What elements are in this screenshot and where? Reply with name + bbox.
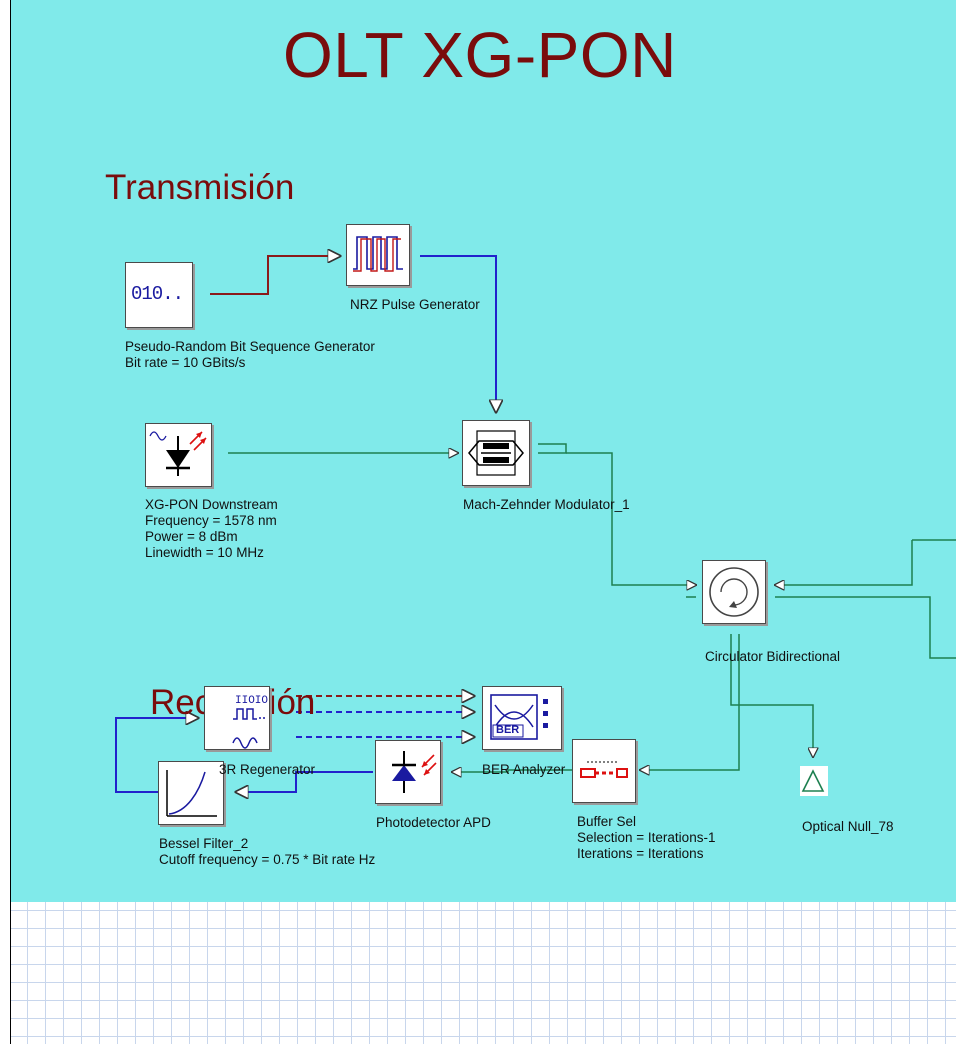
buffer-selection: Selection = Iterations-1 [577, 830, 716, 845]
prbs-name: Pseudo-Random Bit Sequence Generator [125, 339, 375, 354]
laser-name: XG-PON Downstream [145, 497, 278, 512]
wire-prbs-nrz [210, 256, 340, 295]
laser-linewidth: Linewidth = 10 MHz [145, 545, 264, 560]
bessel-filter-block[interactable] [158, 761, 224, 825]
ber-name: BER Analyzer [482, 762, 566, 777]
wire-circ-null [730, 634, 813, 757]
wire-circ-right-1b [775, 540, 913, 585]
regenerator-icon: IIOIO [232, 695, 268, 749]
wire-apd-bessel [236, 771, 373, 792]
nrz-name: NRZ Pulse Generator [350, 297, 480, 312]
nrz-pulse-generator-block[interactable] [346, 224, 410, 286]
page-title: OLT XG-PON [283, 19, 677, 91]
mzm-name: Mach-Zehnder Modulator_1 [463, 497, 630, 512]
bessel-cutoff: Cutoff frequency = 0.75 * Bit rate Hz [159, 852, 376, 867]
prbs-bitrate: Bit rate = 10 GBits/s [125, 355, 246, 370]
photodetector-apd-block[interactable] [375, 740, 441, 804]
ber-analyzer-icon [490, 694, 548, 740]
filter-curve-icon [166, 770, 217, 817]
laser-power: Power = 8 dBm [145, 529, 238, 544]
bessel-name: Bessel Filter_2 [159, 836, 249, 851]
wire-bessel-regen [115, 718, 198, 793]
wire-circ-right-2 [775, 596, 956, 659]
laser-frequency: Frequency = 1578 nm [145, 513, 277, 528]
apd-name: Photodetector APD [376, 815, 491, 830]
section-title-transmission: Transmisión [105, 168, 295, 207]
cw-laser-block[interactable] [145, 423, 212, 487]
laser-diode-icon [149, 431, 207, 476]
circulator-name: Circulator Bidirectional [705, 649, 841, 664]
buffer-iterations: Iterations = Iterations [577, 846, 704, 861]
wire-circ-buffer [640, 634, 740, 770]
prbs-generator-block[interactable]: 010.. [125, 262, 193, 328]
ber-analyzer-block[interactable]: BER [482, 686, 562, 750]
wire-nrz-mzm [420, 255, 496, 412]
ber-icon-text: BER [496, 724, 520, 736]
optical-null-name: Optical Null_78 [802, 819, 894, 834]
optical-null-icon [800, 766, 828, 796]
mach-zehnder-modulator-block[interactable] [462, 420, 530, 486]
mzm-icon [468, 430, 524, 476]
wire-mzm-circ-2 [566, 452, 696, 585]
3r-regenerator-block[interactable]: IIOIO [204, 686, 270, 750]
prbs-icon: 010.. [131, 283, 184, 305]
photodiode-icon [392, 751, 437, 793]
regenerator-name: 3R Regenerator [219, 762, 316, 777]
svg-text:IIOIO: IIOIO [235, 695, 268, 707]
pulse-icon [353, 236, 403, 272]
buffer-icon [580, 761, 628, 778]
wire-mzm-circ [538, 443, 567, 454]
wire-buffer-apd [452, 770, 572, 772]
circulator-icon [709, 567, 759, 617]
circulator-block[interactable] [702, 560, 766, 624]
buffer-selector-block[interactable] [572, 739, 636, 803]
buffer-name: Buffer Sel [577, 814, 637, 829]
